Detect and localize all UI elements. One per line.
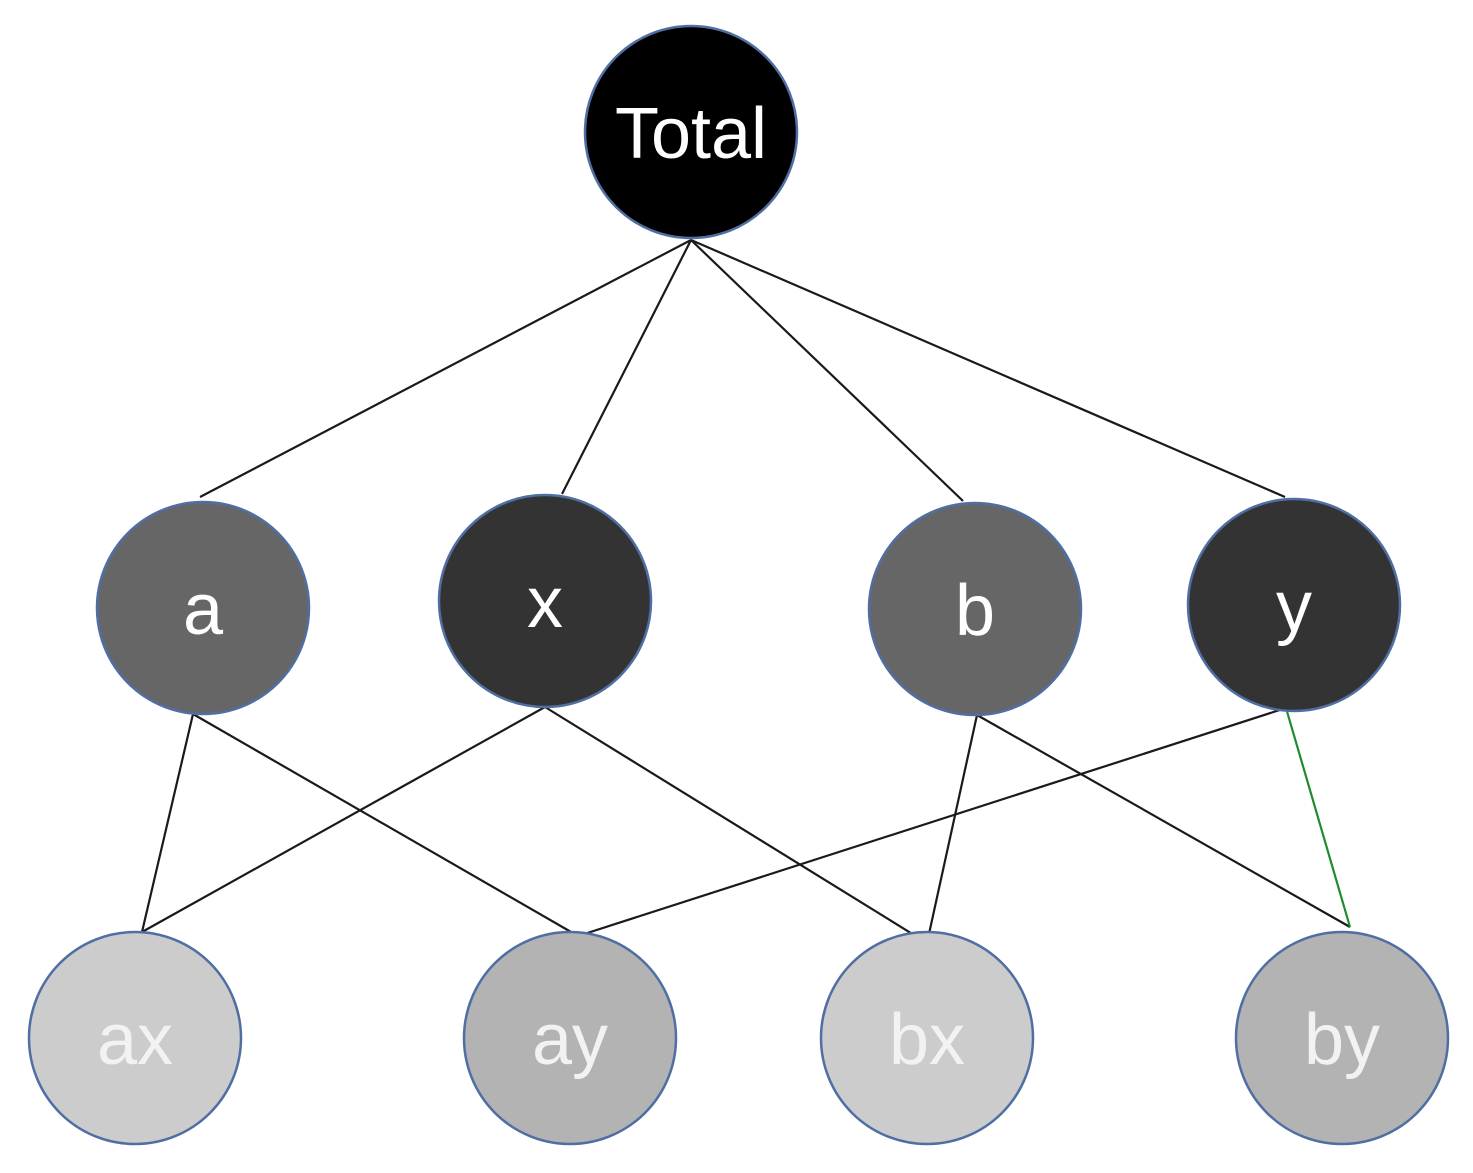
- node-bx: bx: [819, 930, 1035, 1146]
- edge-y-by: [1284, 707, 1352, 928]
- edge-total-y: [690, 238, 1286, 499]
- node-total-label: Total: [615, 94, 767, 174]
- node-x-label: x: [527, 563, 563, 643]
- edge-total-b: [690, 239, 964, 502]
- node-ay-label: ay: [532, 1000, 608, 1080]
- node-y-circle: [1186, 497, 1402, 713]
- node-by-circle: [1234, 930, 1450, 1146]
- node-a-label: a: [183, 570, 224, 650]
- node-ax-label: ax: [97, 1000, 173, 1080]
- edges-layer: [140, 238, 1352, 944]
- node-b: b: [867, 501, 1083, 717]
- edge-a-ay: [192, 713, 579, 937]
- edge-b-bx: [925, 714, 979, 944]
- node-bx-label: bx: [889, 1000, 965, 1080]
- node-y: y: [1186, 497, 1402, 713]
- node-ay-circle: [462, 930, 678, 1146]
- node-a: a: [95, 500, 311, 716]
- node-by: by: [1234, 930, 1450, 1146]
- edge-b-by: [976, 714, 1351, 928]
- node-x: x: [437, 493, 653, 709]
- edge-total-a: [199, 239, 692, 498]
- edge-total-x: [561, 239, 692, 495]
- node-ay: ay: [462, 930, 678, 1146]
- node-b-label: b: [955, 571, 995, 651]
- node-x-circle: [437, 493, 653, 709]
- node-ax-circle: [27, 930, 243, 1146]
- edge-x-ax: [141, 706, 546, 933]
- node-total-circle: [583, 24, 799, 240]
- node-bx-circle: [819, 930, 1035, 1146]
- edge-y-ay: [577, 706, 1287, 938]
- node-ax: ax: [27, 930, 243, 1146]
- node-a-circle: [95, 500, 311, 716]
- edge-x-bx: [544, 706, 928, 944]
- node-by-label: by: [1304, 1000, 1380, 1080]
- edge-a-ax: [140, 713, 195, 933]
- node-b-circle: [867, 501, 1083, 717]
- node-total: Total: [583, 24, 799, 240]
- node-y-label: y: [1276, 567, 1312, 647]
